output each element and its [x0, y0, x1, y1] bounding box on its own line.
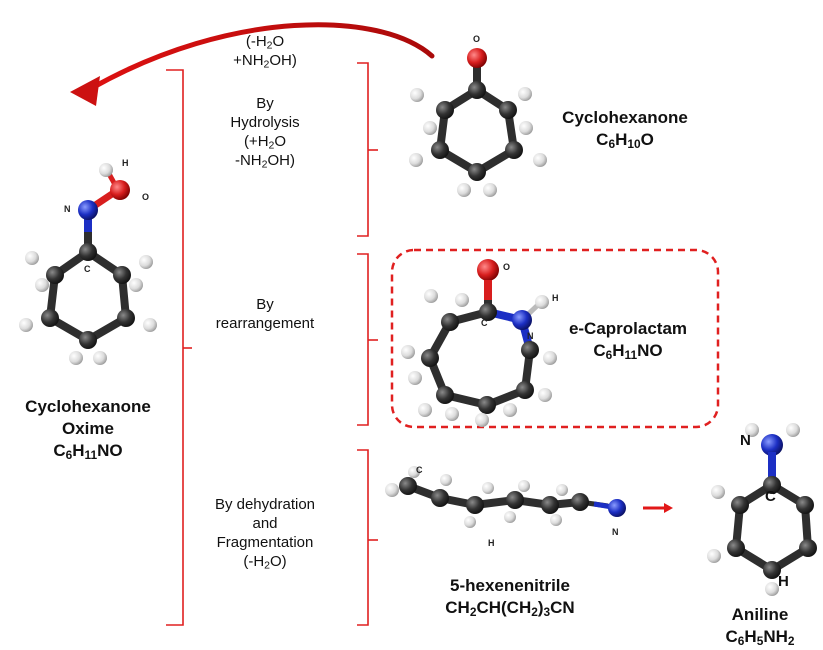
main-bracket [166, 69, 192, 626]
hydrolysis-condition: By Hydrolysis (+H2O -NH2OH) [230, 95, 300, 171]
aniline-c-label: C [765, 488, 776, 505]
oxime-label: Cyclohexanone Oxime C6H11NO [25, 397, 151, 462]
cyclohexanone-molecule [409, 48, 547, 197]
lactam-c-label: C [481, 318, 488, 328]
hexenenitrile-label: 5-hexenenitrile CH2CH(CH2)3CN [445, 576, 575, 619]
oxime-molecule [19, 163, 157, 365]
dehydration-condition: By dehydration and Fragmentation (-H2O) [214, 496, 316, 572]
lactam-o-label: O [503, 262, 511, 272]
aniline-h-label: H [778, 573, 789, 590]
hydrolysis-bracket [357, 62, 378, 237]
caprolactam-label: e-Caprolactam C6H11NO [568, 319, 688, 362]
dehydration-bracket [357, 449, 378, 626]
hexenenitrile-molecule [385, 466, 626, 528]
oxime-c-label: C [84, 264, 91, 274]
nitrile-h-label: H [488, 538, 495, 548]
nitrile-c-label: C [416, 465, 423, 475]
aniline-n-label: N [740, 432, 751, 449]
ketone-o-label: O [473, 34, 481, 44]
lactam-n-label: N [527, 331, 534, 341]
oxime-o-label: O [142, 192, 150, 202]
oxime-h-label: H [122, 158, 129, 168]
top-arrow-condition: (-H2O +NH2OH) [233, 33, 297, 71]
oxime-n-label: N [64, 204, 71, 214]
arrow-to-aniline [643, 503, 673, 513]
lactam-h-label: H [552, 293, 559, 303]
aniline-label: Aniline C6H5NH2 [725, 605, 795, 648]
caprolactam-highlight-box [390, 248, 720, 429]
cyclohexanone-label: Cyclohexanone C6H10O [562, 108, 688, 151]
rearrangement-condition: By rearrangement [215, 296, 315, 332]
caprolactam-molecule [401, 259, 557, 427]
nitrile-n-label: N [612, 527, 619, 537]
curved-return-arrow [70, 22, 435, 106]
rearrangement-bracket [357, 253, 378, 426]
aniline-molecule [707, 423, 817, 596]
